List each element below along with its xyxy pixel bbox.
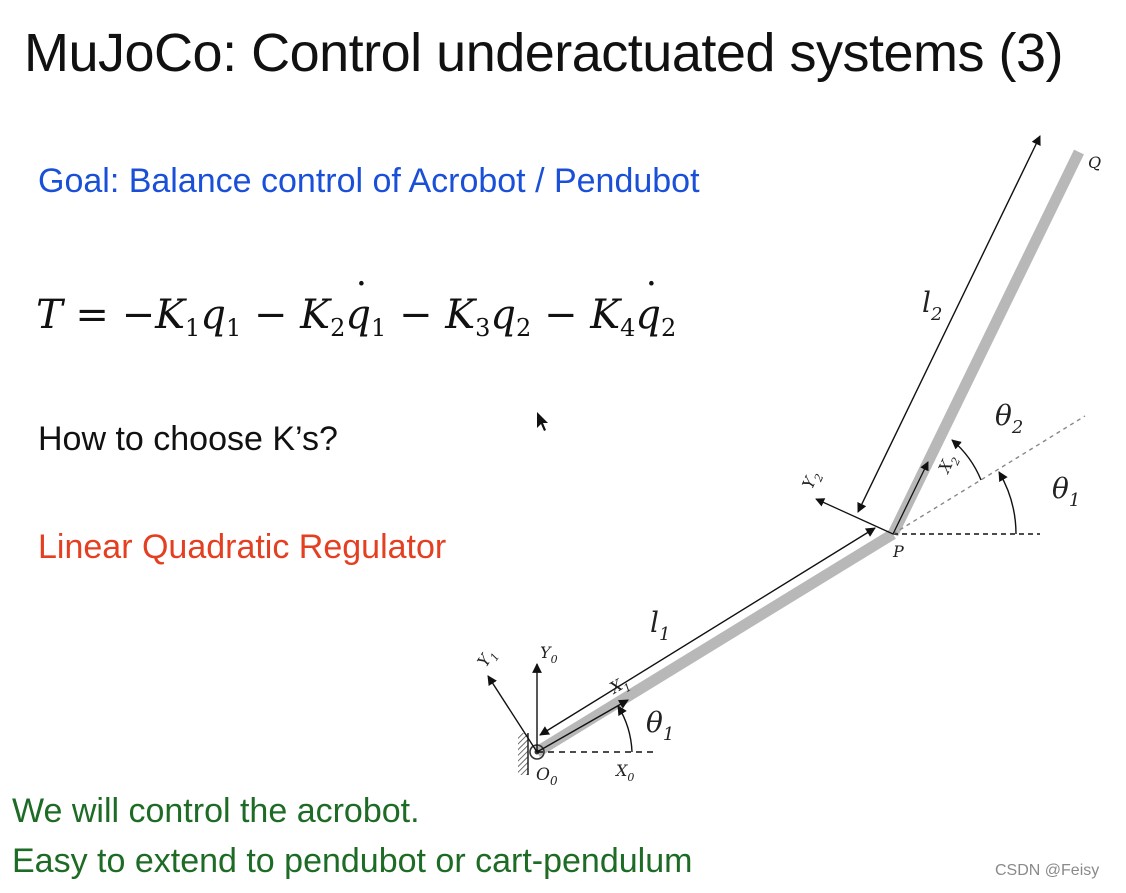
label-x0-sub: 0 [627, 771, 634, 784]
eq-qdot1-sub: 1 [370, 314, 387, 342]
label-x2: X2 [934, 451, 964, 479]
eq-k2-sub: 2 [330, 314, 346, 342]
axis-y1 [487, 675, 538, 753]
theta1-elbow-arc [998, 471, 1017, 535]
label-y0-sub: 0 [551, 653, 558, 666]
theta2-arc [951, 439, 982, 481]
label-o0-main: O [536, 765, 550, 785]
label-l1-sub: 1 [659, 624, 670, 645]
eq-minus-3: − [531, 292, 591, 338]
label-theta2-main: θ [995, 399, 1012, 432]
label-o0-sub: 0 [550, 774, 558, 788]
bottom-line-2: Easy to extend to pendubot or cart-pendu… [12, 842, 693, 880]
label-y1-group: Y1 [473, 645, 502, 672]
label-theta1-elbow: θ1 [1052, 472, 1080, 511]
label-l1: l1 [650, 606, 670, 645]
eq-k3: K [445, 292, 476, 338]
label-y2: Y2 [798, 468, 826, 493]
label-theta1-base-sub: 1 [663, 724, 674, 745]
eq-qdot2: q [635, 276, 661, 338]
label-theta2: θ2 [995, 399, 1023, 438]
eq-k1: K [155, 292, 186, 338]
label-l2-main: l [922, 286, 931, 319]
eq-qdot1: q [345, 276, 371, 338]
eq-qdot2-sub: 2 [660, 314, 677, 342]
slide-title: MuJoCo: Control underactuated systems (3… [24, 23, 1063, 83]
eq-q1-sub: 1 [225, 314, 242, 342]
eq-minus-1: − [241, 292, 301, 338]
label-y0-main: Y [540, 643, 552, 662]
eq-k3-sub: 3 [475, 314, 491, 342]
eq-equals: = [62, 292, 122, 338]
label-theta1-base-main: θ [646, 706, 663, 739]
eq-q2: q [490, 292, 516, 338]
label-x0-main: X [614, 761, 628, 780]
goal-text: Goal: Balance control of Acrobot / Pendu… [38, 162, 700, 200]
l1-dimension [539, 527, 876, 736]
label-x0: X0 [614, 761, 634, 784]
eq-minus-2: − [386, 292, 446, 338]
label-p: P [892, 542, 904, 561]
eq-torque: T [36, 292, 63, 338]
theta1-base-arc [617, 705, 633, 753]
label-y1: Y1 [473, 645, 502, 672]
watermark: CSDN @Feisy [995, 862, 1100, 879]
label-o0: O0 [536, 765, 558, 788]
eq-neg: − [121, 292, 156, 338]
eq-q1: q [200, 292, 226, 338]
eq-k4: K [590, 292, 621, 338]
label-q: Q [1088, 153, 1101, 172]
label-x2-group: X2 [934, 451, 964, 479]
eq-q2-sub: 2 [515, 314, 532, 342]
link-1 [534, 529, 896, 757]
label-l2: l2 [922, 286, 942, 325]
eq-k1-sub: 1 [185, 314, 201, 342]
mouse-cursor-icon [537, 412, 548, 431]
eq-k4-sub: 4 [620, 314, 636, 342]
control-law-equation: T = −K1q1 − K2q1 − K3q2 − K4q2 [36, 276, 677, 342]
label-y2-group: Y2 [798, 468, 826, 493]
label-theta1-elbow-sub: 1 [1069, 490, 1080, 511]
label-theta2-sub: 2 [1011, 417, 1023, 438]
label-theta1-base: θ1 [646, 706, 674, 745]
question-text: How to choose K’s? [38, 420, 338, 458]
label-l1-main: l [650, 606, 659, 639]
bottom-line-1: We will control the acrobot. [12, 792, 420, 830]
axis-y2 [815, 498, 894, 535]
label-l2-sub: 2 [930, 304, 942, 325]
label-theta1-elbow-main: θ [1052, 472, 1069, 505]
link1-extension [892, 415, 1086, 535]
label-y0: Y0 [540, 643, 558, 666]
axis-x2 [892, 461, 929, 535]
axis-x1 [536, 699, 629, 753]
method-text: Linear Quadratic Regulator [38, 528, 447, 566]
eq-k2: K [300, 292, 331, 338]
wall-hatch [518, 733, 528, 775]
l2-dimension [857, 135, 1041, 513]
